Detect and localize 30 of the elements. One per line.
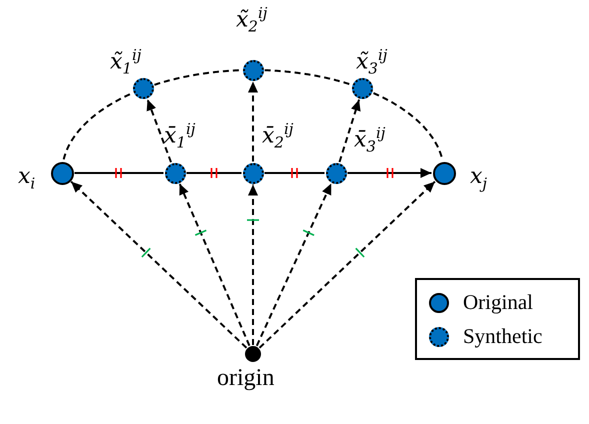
synthetic-point bbox=[242, 162, 264, 184]
synthetic-point bbox=[352, 78, 374, 100]
arrow bbox=[348, 168, 432, 178]
legend-label: Original bbox=[463, 290, 533, 315]
dashed-arc bbox=[373, 92, 444, 160]
dashed-arrow bbox=[146, 99, 172, 163]
dashed-arrow bbox=[70, 180, 248, 349]
synthetic-point bbox=[164, 162, 186, 184]
dashed-arc bbox=[154, 69, 242, 86]
line-segment bbox=[264, 172, 324, 174]
dashed-arrow bbox=[338, 99, 361, 162]
legend-label: Synthetic bbox=[463, 324, 542, 349]
original-point bbox=[50, 162, 74, 184]
dashed-arc bbox=[62, 92, 133, 160]
dashed-arrow bbox=[248, 82, 258, 162]
line-segment bbox=[74, 172, 164, 174]
dashed-arc bbox=[264, 69, 352, 86]
point-label: origin bbox=[217, 366, 274, 390]
dashed-arrow bbox=[248, 184, 258, 345]
synthetic-point bbox=[326, 162, 346, 184]
original-point bbox=[432, 162, 456, 184]
synthetic-point bbox=[132, 78, 154, 100]
dashed-arrow bbox=[258, 180, 436, 349]
synthetic-point bbox=[242, 60, 264, 80]
dashed-arrow bbox=[178, 183, 250, 346]
math-label: x$_{i}$ bbox=[18, 166, 36, 192]
line-segment bbox=[186, 172, 242, 174]
origin-point bbox=[245, 346, 261, 362]
dashed-arrow bbox=[256, 183, 332, 346]
math-label: x$_{j}$ bbox=[470, 166, 488, 192]
